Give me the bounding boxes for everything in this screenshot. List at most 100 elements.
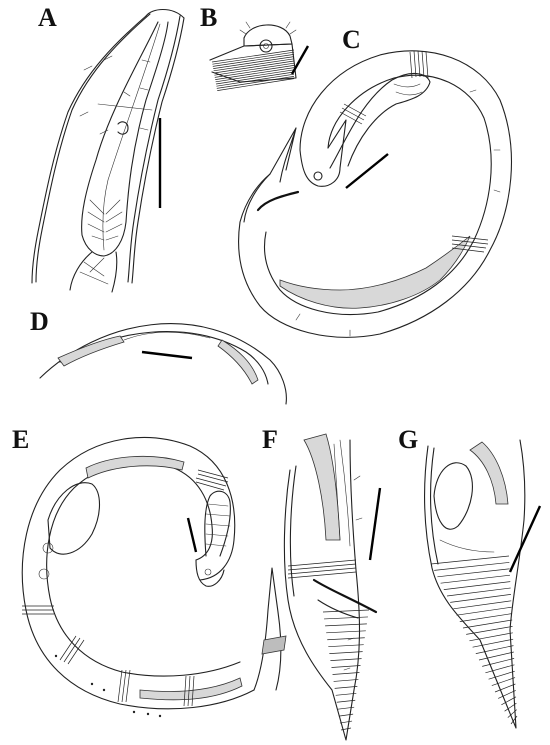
panel-label-d: D bbox=[30, 307, 49, 336]
panel-label-c: C bbox=[342, 25, 361, 54]
pharynx-bulb-c bbox=[393, 83, 423, 96]
body-outline-d bbox=[39, 323, 287, 405]
scale-bar-e bbox=[186, 517, 198, 553]
annule-line bbox=[472, 638, 514, 648]
annule-line bbox=[450, 594, 511, 603]
tail-c bbox=[243, 127, 297, 223]
gonad-cell-1 bbox=[42, 542, 54, 554]
annule-line bbox=[324, 616, 368, 620]
cuticle-f bbox=[289, 465, 297, 597]
annule-line bbox=[469, 632, 513, 642]
panel-e: E bbox=[12, 425, 287, 718]
ovary-g bbox=[433, 462, 473, 530]
annule-line bbox=[482, 658, 515, 667]
pharynx-e bbox=[204, 490, 231, 557]
annule-line bbox=[475, 645, 514, 654]
annule-line bbox=[333, 679, 359, 682]
annule-line bbox=[329, 651, 363, 654]
annule-line bbox=[466, 626, 513, 635]
intestine-start bbox=[69, 251, 118, 293]
annule-line bbox=[215, 71, 295, 85]
gonad-d bbox=[123, 331, 211, 341]
panel-label-a: A bbox=[38, 3, 57, 32]
annule-line bbox=[485, 664, 515, 674]
annule-line bbox=[446, 587, 511, 597]
amphid-c bbox=[313, 171, 323, 181]
scale-bar-f bbox=[368, 487, 382, 561]
gonad-f bbox=[333, 439, 351, 547]
annule-line bbox=[325, 623, 367, 627]
annule-line bbox=[491, 677, 516, 686]
annule-line bbox=[443, 581, 511, 590]
cuticle-left-outer bbox=[31, 15, 147, 284]
annule-line bbox=[335, 692, 357, 696]
annule-line bbox=[216, 73, 295, 87]
annule-line bbox=[217, 78, 295, 91]
pharynx-bulb-e bbox=[205, 503, 231, 547]
amphid-fovea bbox=[259, 39, 273, 53]
annule-bands-c bbox=[339, 50, 489, 253]
annule-line bbox=[215, 69, 295, 83]
annule-line bbox=[214, 65, 295, 78]
annule-line bbox=[462, 619, 513, 629]
scale-bar-g bbox=[508, 505, 542, 573]
annule-line bbox=[501, 696, 517, 706]
panel-label-b: B bbox=[200, 3, 217, 32]
annule-line bbox=[339, 720, 353, 724]
cuticle-left bbox=[35, 13, 151, 283]
somatic-pores-e bbox=[54, 654, 162, 718]
setae-f bbox=[343, 475, 363, 671]
annule-line bbox=[213, 58, 295, 72]
panel-label-g: G bbox=[398, 425, 418, 454]
intestine-g bbox=[469, 441, 509, 505]
testis-e bbox=[47, 482, 101, 555]
pharynx-c bbox=[329, 72, 431, 169]
somatic-setae-c bbox=[295, 89, 501, 337]
tail-annules-f bbox=[322, 609, 370, 731]
annule-line bbox=[213, 60, 295, 74]
annule-line bbox=[504, 702, 517, 712]
spicule-e bbox=[261, 635, 287, 655]
cuticle-right-outer bbox=[131, 17, 185, 284]
annule-line bbox=[322, 609, 370, 613]
spicule-f bbox=[312, 578, 378, 614]
panel-b: B bbox=[200, 3, 310, 91]
cuticle-right bbox=[127, 15, 181, 283]
annule-line bbox=[453, 600, 512, 610]
annule-line bbox=[494, 683, 516, 693]
pharynx bbox=[81, 21, 169, 257]
gonad-cell-2 bbox=[38, 568, 50, 580]
spicule-c bbox=[256, 190, 300, 212]
somatic-setae bbox=[79, 55, 151, 135]
annule-line bbox=[437, 568, 510, 578]
annule-line bbox=[212, 54, 295, 67]
panel-a: A bbox=[31, 3, 185, 293]
cuticle-g bbox=[429, 447, 439, 565]
annule-line bbox=[488, 670, 515, 680]
scale-bar-c bbox=[345, 153, 389, 189]
annule-line bbox=[440, 574, 511, 584]
intestine-e-posterior bbox=[139, 677, 243, 701]
pharynx-bulb-striae bbox=[87, 199, 123, 241]
body-outline-g bbox=[423, 439, 526, 729]
gubernaculum-f bbox=[317, 599, 359, 619]
annule-line bbox=[211, 49, 295, 63]
annule-line bbox=[507, 709, 517, 718]
annule-line bbox=[213, 56, 295, 69]
panel-label-e: E bbox=[12, 425, 29, 454]
annule-line bbox=[326, 630, 366, 634]
annule-line bbox=[327, 637, 365, 641]
annule-line bbox=[212, 51, 295, 65]
panel-d: D bbox=[30, 307, 287, 405]
amphid-e bbox=[204, 568, 212, 576]
annule-line bbox=[330, 658, 362, 661]
body-coil-inner bbox=[263, 74, 492, 316]
annule-line bbox=[456, 606, 512, 616]
annule-line bbox=[338, 713, 354, 717]
tail-annules-g bbox=[430, 555, 518, 725]
amphid bbox=[117, 121, 129, 135]
annule-line bbox=[334, 686, 358, 689]
scale-bar-b bbox=[290, 45, 310, 75]
annule-line bbox=[434, 562, 510, 571]
annule-bands-e bbox=[22, 469, 229, 707]
